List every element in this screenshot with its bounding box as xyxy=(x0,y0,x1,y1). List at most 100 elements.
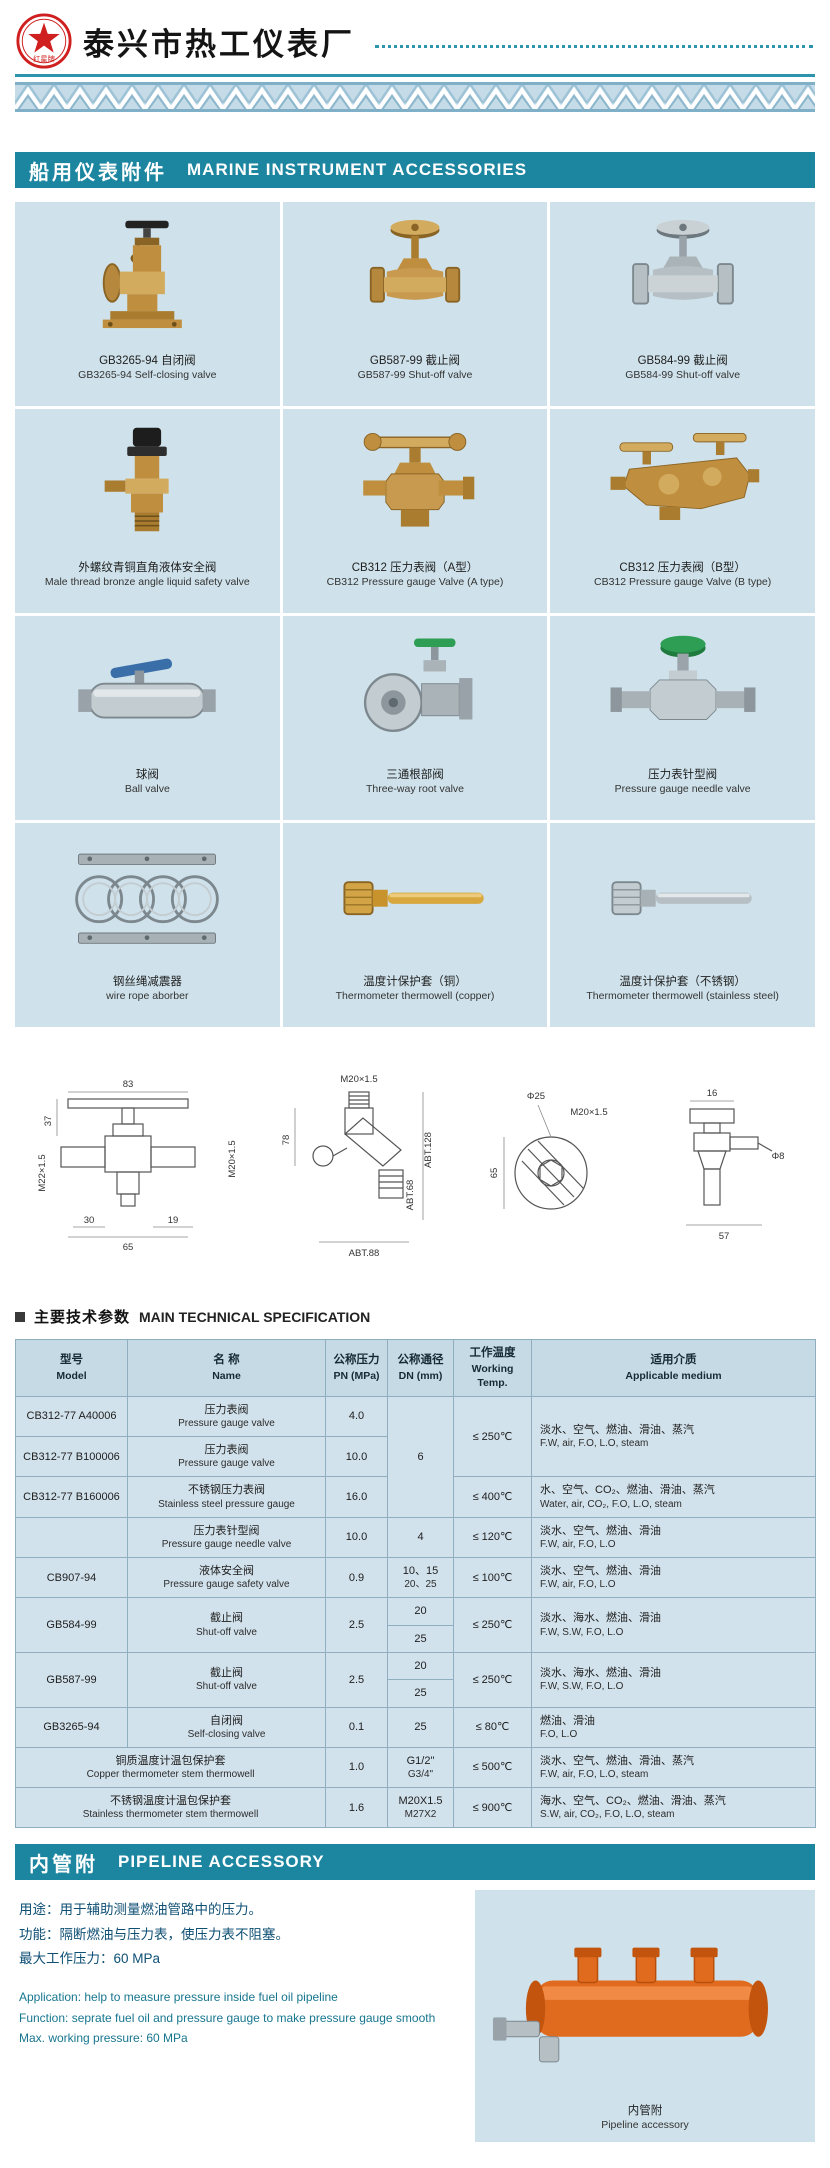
product-caption-cn: GB584-99 截止阀 xyxy=(637,355,728,367)
svg-text:ABT.88: ABT.88 xyxy=(349,1248,380,1259)
three-way-root-valve-image xyxy=(289,622,542,768)
product-cell: 外螺纹青铜直角液体安全阀 Male thread bronze angle li… xyxy=(15,409,280,613)
svg-text:19: 19 xyxy=(168,1215,179,1226)
product-caption-cn: GB587-99 截止阀 xyxy=(369,355,461,367)
table-cell: 25 xyxy=(387,1679,454,1708)
product-caption-cn: GB3265-94 自闭阀 xyxy=(99,355,196,367)
svg-text:83: 83 xyxy=(123,1079,134,1090)
gauge-valve-b-image xyxy=(556,415,809,561)
dotted-leader xyxy=(375,44,813,48)
product-caption-en: Three-way root valve xyxy=(365,782,465,795)
table-cell: ≤ 250℃ xyxy=(453,1597,532,1653)
product-cell: GB587-99 截止阀 GB587-99 Shut-off valve xyxy=(282,202,548,406)
table-cell: 0.9 xyxy=(325,1557,388,1599)
spec-title-cn: 主要技术参数 xyxy=(34,1309,131,1326)
pipeline-text: 用途：用于辅助测量燃油管路中的压力。 功能：隔断燃油与压力表，使压力表不阻塞。 … xyxy=(15,1890,463,2142)
table-cell: 1.0 xyxy=(325,1746,388,1789)
pipeline-text-en: Application: help to measure pressure in… xyxy=(19,1987,463,2048)
table-cell: ≤ 250℃ xyxy=(453,1651,532,1708)
table-cell: 10.0 xyxy=(325,1436,388,1478)
svg-text:Φ25: Φ25 xyxy=(527,1091,545,1102)
product-caption-cn: 钢丝绳减震器 xyxy=(112,976,182,988)
pipeline-use-line: 用途：用于辅助测量燃油管路中的压力。 xyxy=(19,1902,262,1918)
product-caption-cn: CB312 压力表阀（B型） xyxy=(619,562,746,574)
technical-drawing-angle-valve: M20×1.5 78 ABT.128 ABT.68 ABT.88 xyxy=(281,1074,434,1259)
technical-drawing-round-view: Φ25 M20×1.5 65 xyxy=(489,1091,607,1210)
pipeline-application-line: Application: help to measure pressure in… xyxy=(19,1990,338,2005)
marine-section-title-en: MARINE INSTRUMENT ACCESSORIES xyxy=(187,160,528,179)
wire-rope-damper-image xyxy=(21,829,274,975)
svg-text:红星牌: 红星牌 xyxy=(33,54,55,63)
shut-off-valve-brass-image xyxy=(289,208,542,354)
svg-text:78: 78 xyxy=(281,1135,292,1146)
self-closing-valve-image xyxy=(21,208,274,354)
table-cell: ≤ 80℃ xyxy=(453,1706,532,1748)
pipeline-body: 用途：用于辅助测量燃油管路中的压力。 功能：隔断燃油与压力表，使压力表不阻塞。 … xyxy=(15,1890,815,2143)
table-cell: 10.0 xyxy=(325,1516,388,1559)
table-cell: ≤ 100℃ xyxy=(453,1557,532,1599)
technical-drawings: 83 37 M22×1.5 M20×1.5 30 65 19 xyxy=(15,1055,815,1280)
svg-text:M20×1.5: M20×1.5 xyxy=(341,1074,378,1085)
gauge-valve-a-image xyxy=(289,415,542,561)
table-cell: CB312-77 B100006 xyxy=(15,1436,128,1478)
table-cell: ≤ 500℃ xyxy=(453,1746,532,1789)
table-cell: 25 xyxy=(387,1706,454,1748)
product-caption-cn: 温度计保护套（不锈钢） xyxy=(619,976,746,988)
table-cell: 4 xyxy=(387,1516,454,1559)
svg-text:ABT.68: ABT.68 xyxy=(405,1180,416,1211)
product-caption-cn: 球阀 xyxy=(135,769,159,781)
svg-text:ABT.128: ABT.128 xyxy=(423,1132,434,1168)
red-star-logo-icon: 红星牌 xyxy=(16,13,72,69)
table-cell: CB907-94 xyxy=(15,1557,128,1599)
svg-text:30: 30 xyxy=(84,1215,95,1226)
table-cell: 2.5 xyxy=(325,1597,388,1653)
angle-safety-valve-image xyxy=(21,415,274,561)
product-cell: 压力表针型阀 Pressure gauge needle valve xyxy=(550,616,815,820)
product-caption-cn: 三通根部阀 xyxy=(386,769,444,781)
product-cell: GB3265-94 自闭阀 GB3265-94 Self-closing val… xyxy=(15,202,280,406)
product-cell: 温度计保护套（不锈钢） Thermometer thermowell (stai… xyxy=(550,823,815,1027)
product-caption-en: CB312 Pressure gauge Valve (B type) xyxy=(594,575,772,588)
table-cell: 20 xyxy=(387,1651,454,1681)
product-caption-en: GB587-99 Shut-off valve xyxy=(357,368,473,381)
technical-drawing-front-view: 83 37 M22×1.5 M20×1.5 30 65 19 xyxy=(37,1079,238,1253)
pipeline-max-pressure-line: Max. working pressure: 60 MPa xyxy=(19,2031,188,2046)
thermowell-copper-image xyxy=(289,829,542,975)
product-grid: GB3265-94 自闭阀 GB3265-94 Self-closing val… xyxy=(15,202,815,1027)
product-cell: CB312 压力表阀（B型） CB312 Pressure gauge Valv… xyxy=(550,409,815,613)
table-cell: CB312-77 B160006 xyxy=(15,1476,128,1518)
product-caption-en: Ball valve xyxy=(124,782,170,795)
square-bullet-icon xyxy=(15,1311,25,1322)
table-cell: 0.1 xyxy=(325,1706,388,1748)
decorative-zigzag-band xyxy=(15,82,815,112)
needle-valve-image xyxy=(556,622,809,768)
table-cell: 16.0 xyxy=(325,1476,388,1518)
pipeline-caption-en: Pipeline accessory xyxy=(601,2119,689,2132)
table-cell: ≤ 900℃ xyxy=(453,1787,532,1829)
product-cell: 温度计保护套（铜） Thermometer thermowell (copper… xyxy=(282,823,548,1027)
